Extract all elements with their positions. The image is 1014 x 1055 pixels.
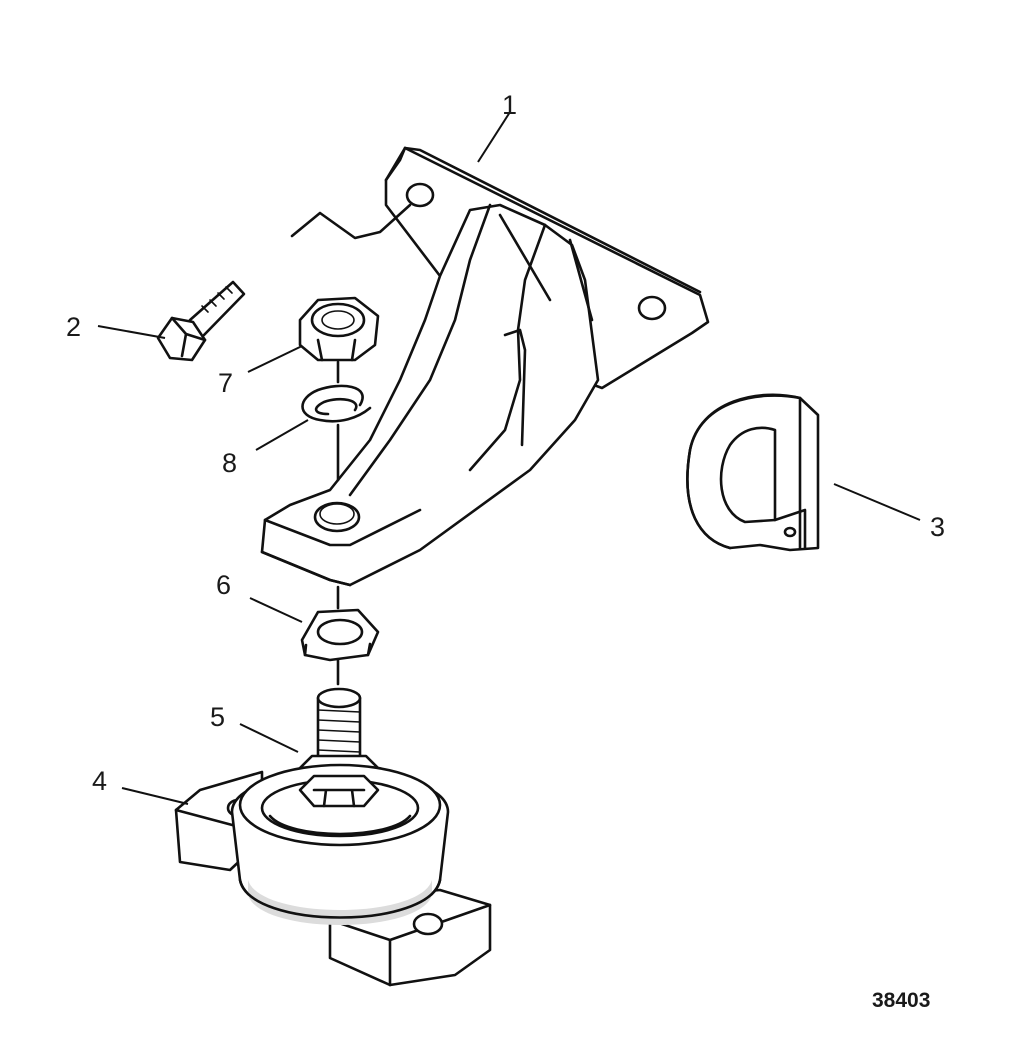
callout-4: 4 <box>92 766 107 796</box>
callout-8: 8 <box>222 448 237 478</box>
leader-lines <box>97 111 921 805</box>
callout-3: 3 <box>930 512 945 542</box>
leader-3 <box>833 483 921 521</box>
leader-2 <box>97 325 166 339</box>
callout-2: 2 <box>66 312 81 342</box>
engine-mount-bracket <box>260 146 710 587</box>
leader-4 <box>121 787 189 805</box>
leader-1 <box>477 111 511 163</box>
hex-head-bolt <box>156 280 246 362</box>
leader-8 <box>255 419 309 451</box>
tab-washer <box>300 585 380 686</box>
callout-numbers: 1 2 3 4 5 6 7 8 <box>66 90 945 796</box>
leader-7 <box>247 345 303 373</box>
callout-1: 1 <box>502 90 517 120</box>
locknut <box>298 296 380 384</box>
rubber-mount-base <box>174 763 492 987</box>
leader-5 <box>239 723 299 753</box>
callout-5: 5 <box>210 702 225 732</box>
protective-cap <box>686 393 820 552</box>
callout-6: 6 <box>216 570 231 600</box>
lock-washer <box>301 384 372 482</box>
leader-6 <box>249 597 303 623</box>
callout-7: 7 <box>218 368 233 398</box>
drawing-number: 38403 <box>872 989 930 1012</box>
